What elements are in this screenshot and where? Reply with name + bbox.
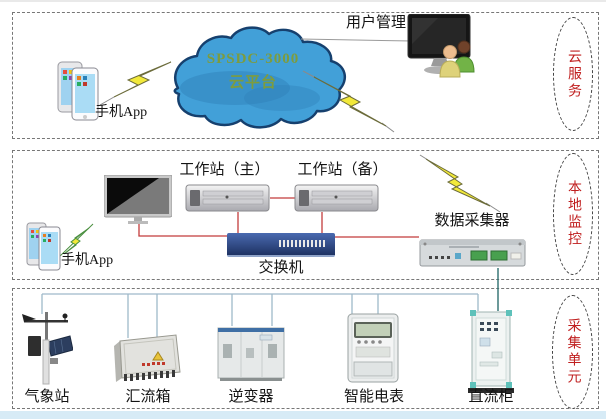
- inverter-icon: [216, 320, 286, 382]
- server-icon: [294, 182, 379, 214]
- section-box-local-monitoring: [12, 150, 599, 280]
- switch-ports: [279, 240, 327, 247]
- phone-app-label: 手机App: [95, 105, 148, 120]
- network-switch-icon: [227, 233, 335, 257]
- bottom-edge-strip: [0, 411, 606, 419]
- data-collector-icon: [419, 236, 526, 269]
- server-icon: [185, 182, 270, 214]
- workstation-main-label: 工作站（主）: [179, 162, 270, 178]
- section-badge-cloud-service: 云服务: [553, 17, 593, 131]
- smart-meter-icon: [344, 312, 402, 384]
- dc-cabinet-icon: [468, 308, 514, 394]
- display-monitor-icon: [103, 174, 173, 225]
- combiner-box-icon: [112, 332, 184, 384]
- data-collector-label: 数据采集器: [434, 213, 510, 229]
- user-management-label: 用户管理: [346, 15, 407, 31]
- dc-cabinet-label: 直流柜: [468, 389, 514, 405]
- smart-meter-label: 智能电表: [343, 389, 404, 405]
- inverter-label: 逆变器: [228, 389, 274, 405]
- section-box-collection-unit: [12, 288, 599, 409]
- section-box-cloud-service: [12, 12, 599, 139]
- section-badge-collection-unit: 采集单元: [552, 295, 593, 409]
- cloud-platform-subname: 云平台: [228, 75, 277, 91]
- smartphone-icon: [56, 60, 102, 122]
- weather-station-icon: [18, 306, 74, 388]
- phone-app-label: 手机App: [61, 253, 114, 268]
- switch-label: 交换机: [258, 260, 304, 276]
- smartphone-icon: [25, 221, 69, 271]
- section-badge-local-monitoring: 本地监控: [553, 153, 593, 275]
- weather-station-label: 气象站: [24, 389, 70, 405]
- top-edge-divider: [0, 0, 606, 2]
- combiner-box-label: 汇流箱: [125, 389, 171, 405]
- user-management-monitor-icon: [404, 13, 480, 82]
- cloud-platform-name: SPSDC-3000: [206, 51, 300, 67]
- workstation-backup-label: 工作站（备）: [297, 162, 388, 178]
